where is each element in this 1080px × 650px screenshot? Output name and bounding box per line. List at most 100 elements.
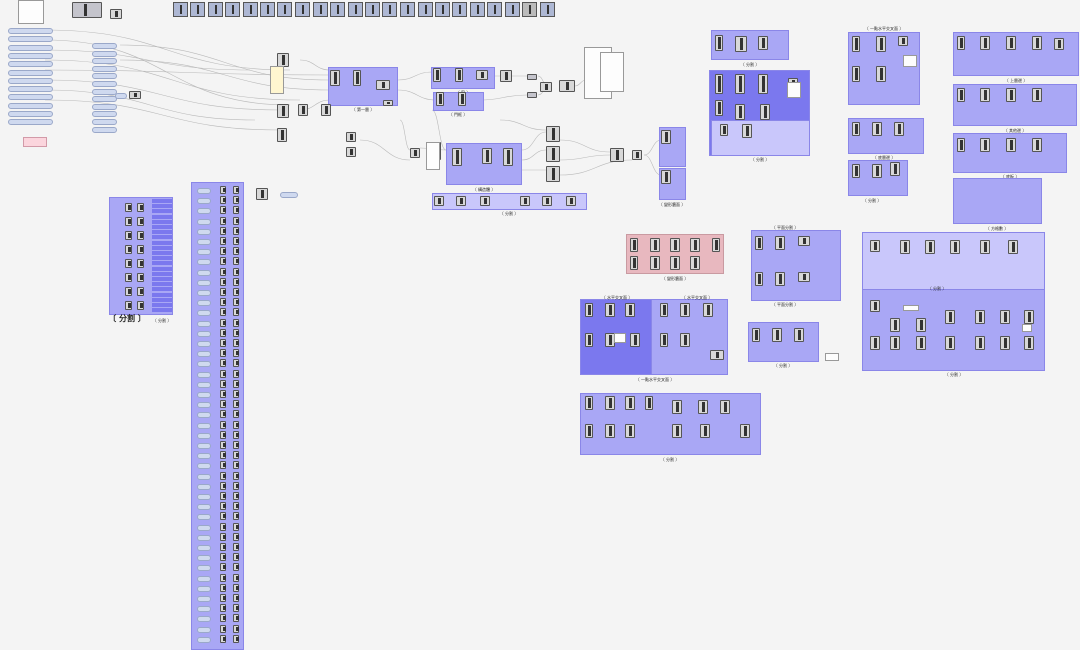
component-node-62[interactable] xyxy=(1032,88,1042,102)
col-node-a-12[interactable] xyxy=(220,308,226,317)
component-node-128[interactable] xyxy=(1000,336,1010,350)
col-node-b-29[interactable] xyxy=(233,481,239,490)
slider-value-7[interactable] xyxy=(92,96,117,103)
component-node-44[interactable] xyxy=(876,36,886,52)
col-node-a-31[interactable] xyxy=(220,502,226,511)
col-node-b-42[interactable] xyxy=(233,614,239,623)
col-input-44[interactable] xyxy=(197,636,211,643)
col-node-b-18[interactable] xyxy=(233,369,239,378)
component-node-57[interactable] xyxy=(1032,36,1042,50)
component-node-135[interactable] xyxy=(566,196,576,206)
col-input-37[interactable] xyxy=(197,565,211,572)
top-node-a[interactable] xyxy=(72,2,102,18)
component-node-41[interactable] xyxy=(720,124,728,136)
col-node-b-23[interactable] xyxy=(233,420,239,429)
component-node-98[interactable] xyxy=(605,396,615,410)
component-node-120[interactable] xyxy=(975,310,985,324)
component-node-61[interactable] xyxy=(1006,88,1016,102)
col-input-38[interactable] xyxy=(197,575,211,582)
col-node-a-4[interactable] xyxy=(220,226,226,235)
panel-5[interactable] xyxy=(614,333,626,343)
col-input-8[interactable] xyxy=(197,269,211,276)
component-node-1[interactable] xyxy=(277,104,289,118)
toolbar-node-14[interactable] xyxy=(418,2,433,17)
left-node-6[interactable] xyxy=(125,287,132,296)
component-node-53[interactable] xyxy=(890,162,900,176)
col-node-a-23[interactable] xyxy=(220,420,226,429)
component-node-63[interactable] xyxy=(957,138,965,152)
list-row-3[interactable] xyxy=(152,214,172,219)
list-row-12[interactable] xyxy=(152,261,172,266)
col-node-a-18[interactable] xyxy=(220,369,226,378)
col-node-a-20[interactable] xyxy=(220,390,226,398)
col-input-19[interactable] xyxy=(197,381,211,388)
component-node-119[interactable] xyxy=(945,310,955,324)
panel-4[interactable] xyxy=(787,82,801,98)
col-input-5[interactable] xyxy=(197,239,211,245)
component-node-50[interactable] xyxy=(894,122,904,136)
col-input-26[interactable] xyxy=(197,453,211,460)
slider-value-9[interactable] xyxy=(92,111,117,118)
col-node-b-37[interactable] xyxy=(233,563,239,572)
top-node-b[interactable] xyxy=(110,9,122,19)
number-slider-4[interactable] xyxy=(8,61,53,68)
panel-2[interactable] xyxy=(600,52,624,92)
slider-value-4[interactable] xyxy=(92,73,117,80)
component-node-95[interactable] xyxy=(680,333,690,347)
slider-value-0[interactable] xyxy=(92,43,117,49)
col-input-2[interactable] xyxy=(197,208,211,215)
left-node-3[interactable] xyxy=(125,245,132,254)
number-slider-8[interactable] xyxy=(8,94,53,101)
component-node-121[interactable] xyxy=(1000,310,1010,324)
component-node-54[interactable] xyxy=(957,36,965,50)
component-node-65[interactable] xyxy=(1006,138,1016,152)
col-node-a-30[interactable] xyxy=(220,492,226,500)
mid-panel[interactable] xyxy=(825,353,839,361)
col-input-35[interactable] xyxy=(197,545,211,551)
col-input-13[interactable] xyxy=(197,320,211,327)
component-node-51[interactable] xyxy=(852,164,860,178)
component-node-22[interactable] xyxy=(546,126,560,142)
group-right-a[interactable] xyxy=(711,30,789,60)
component-node-118[interactable] xyxy=(916,318,926,332)
col-input-30[interactable] xyxy=(197,494,211,500)
component-node-85[interactable] xyxy=(585,303,593,317)
col-node-a-33[interactable] xyxy=(220,522,226,531)
left-node2-6[interactable] xyxy=(137,287,144,296)
col-node-b-22[interactable] xyxy=(233,410,239,419)
component-node-14[interactable] xyxy=(346,147,356,157)
col-input-25[interactable] xyxy=(197,443,211,449)
side-input[interactable] xyxy=(280,192,298,198)
col-input-32[interactable] xyxy=(197,514,211,521)
component-node-116[interactable] xyxy=(870,300,880,312)
list-row-6[interactable] xyxy=(152,230,172,235)
component-node-78[interactable] xyxy=(798,236,810,246)
col-node-a-42[interactable] xyxy=(220,614,226,623)
component-node-11[interactable] xyxy=(458,92,466,106)
slider-x[interactable] xyxy=(115,93,127,99)
component-node-86[interactable] xyxy=(605,303,615,317)
col-node-b-14[interactable] xyxy=(233,328,239,337)
toolbar-node-5[interactable] xyxy=(260,2,275,17)
col-node-a-10[interactable] xyxy=(220,288,226,296)
col-input-10[interactable] xyxy=(197,290,211,296)
component-node-47[interactable] xyxy=(876,66,886,82)
component-node-112[interactable] xyxy=(925,240,935,254)
component-node-16[interactable] xyxy=(383,100,393,106)
col-node-b-34[interactable] xyxy=(233,532,239,541)
component-node-15[interactable] xyxy=(277,128,287,142)
col-input-28[interactable] xyxy=(197,473,211,480)
col-node-a-14[interactable] xyxy=(220,328,226,337)
component-node-81[interactable] xyxy=(798,272,810,282)
component-node-28[interactable] xyxy=(632,150,642,160)
note-panel[interactable] xyxy=(23,137,47,147)
component-node-123[interactable] xyxy=(870,336,880,350)
col-input-1[interactable] xyxy=(197,198,211,205)
col-node-a-19[interactable] xyxy=(220,379,226,388)
component-node-0[interactable] xyxy=(277,53,289,67)
col-node-a-8[interactable] xyxy=(220,267,226,276)
component-node-68[interactable] xyxy=(650,238,660,252)
col-node-b-40[interactable] xyxy=(233,594,239,602)
component-node-124[interactable] xyxy=(890,336,900,350)
slider-value-11[interactable] xyxy=(92,126,117,133)
